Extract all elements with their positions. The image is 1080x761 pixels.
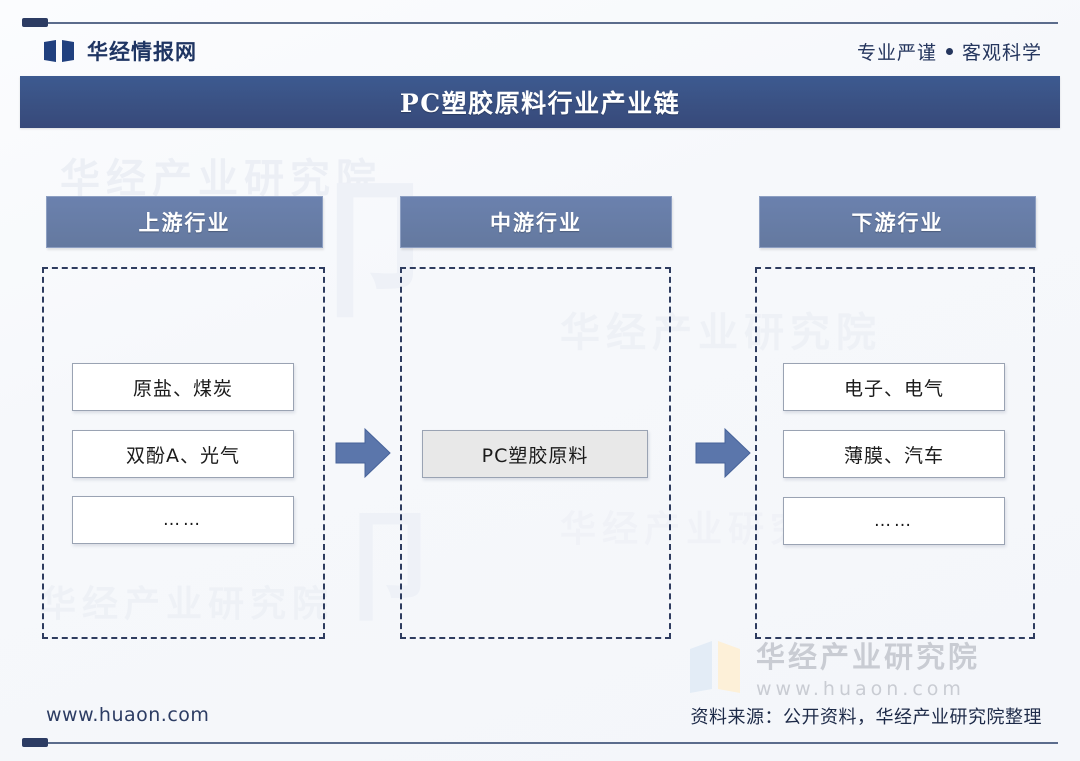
upstream-item-box: 原盐、煤炭 [72, 363, 294, 411]
open-book-icon [44, 40, 74, 62]
slogan: 专业严谨 客观科学 [857, 38, 1042, 65]
column-heading-downstream: 下游行业 [759, 196, 1036, 248]
dashed-container-midstream [400, 267, 671, 639]
bullet-dot-icon [945, 48, 953, 55]
watermark-title: 华经产业研究院 [756, 640, 981, 674]
top-divider-cap [22, 18, 48, 27]
slogan-right-text: 客观科学 [961, 42, 1042, 64]
dashed-container-downstream [755, 267, 1035, 639]
downstream-item-box: …… [783, 497, 1005, 545]
downstream-item-label: 电子、电气 [843, 377, 944, 400]
downstream-item-label: …… [874, 511, 914, 531]
midstream-item-box: PC塑胶原料 [422, 430, 648, 478]
column-heading-label: 中游行业 [490, 211, 582, 235]
midstream-item-label: PC塑胶原料 [481, 444, 589, 467]
right-arrow-icon [335, 427, 391, 479]
upstream-item-label: …… [163, 510, 203, 530]
right-arrow-icon [695, 427, 751, 479]
column-heading-midstream: 中游行业 [400, 196, 672, 248]
bottom-divider-cap [22, 738, 48, 747]
book-pages-icon [690, 641, 740, 693]
upstream-item-label: 双酚A、光气 [126, 444, 240, 467]
footer-source: 资料来源：公开资料，华经产业研究院整理 [690, 707, 1042, 728]
bottom-divider [22, 742, 1058, 744]
downstream-item-label: 薄膜、汽车 [843, 444, 944, 467]
column-heading-label: 上游行业 [138, 211, 231, 235]
watermark: 华经产业研究院 www.huaon.com [688, 634, 1032, 700]
downstream-item-box: 电子、电气 [783, 363, 1005, 411]
slogan-left-text: 专业严谨 [856, 42, 937, 64]
top-divider [22, 22, 1058, 24]
downstream-item-box: 薄膜、汽车 [783, 430, 1005, 478]
brand: 华经情报网 [44, 36, 197, 66]
upstream-item-box: 双酚A、光气 [72, 430, 294, 478]
column-heading-upstream: 上游行业 [46, 196, 323, 248]
column-heading-label: 下游行业 [851, 211, 944, 235]
watermark-url: www.huaon.com [756, 678, 965, 700]
watermark-text: 华经产业研究院 www.huaon.com [756, 634, 980, 700]
brand-name: 华经情报网 [87, 40, 197, 64]
footer-url[interactable]: www.huaon.com [46, 704, 210, 726]
upstream-item-box: …… [72, 496, 294, 544]
dashed-container-upstream [42, 267, 325, 639]
title-bar: PC塑胶原料行业产业链 [20, 76, 1060, 128]
upstream-item-label: 原盐、煤炭 [132, 377, 233, 400]
page-title: PC塑胶原料行业产业链 [399, 89, 681, 118]
